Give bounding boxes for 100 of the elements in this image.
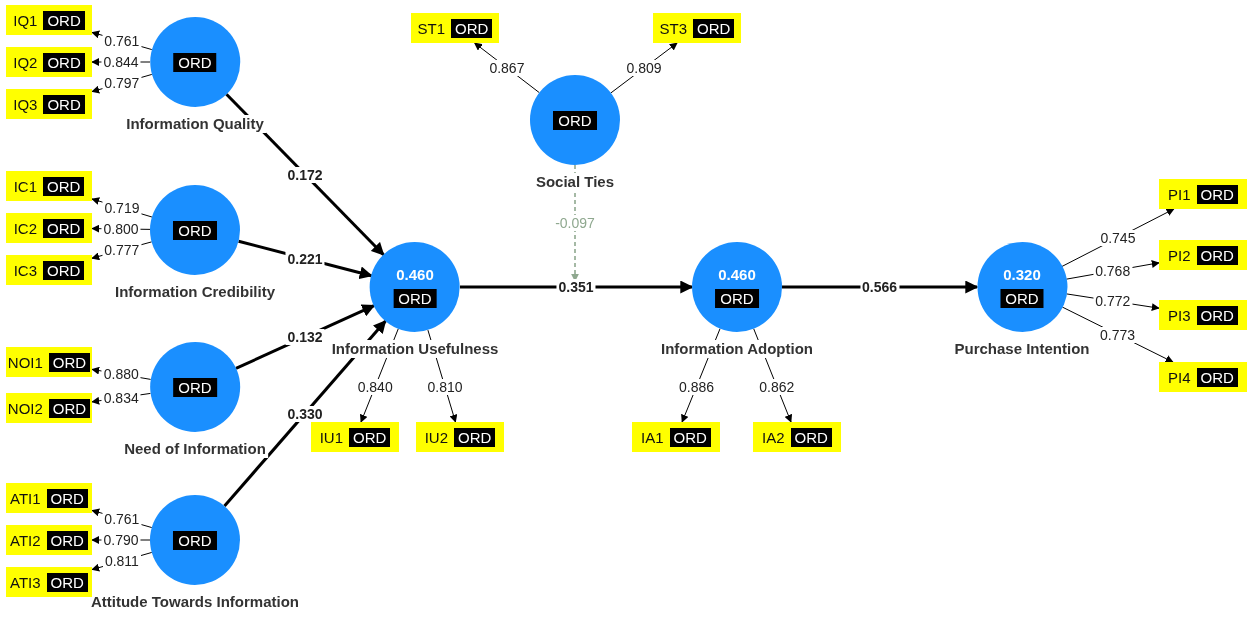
indicator-box bbox=[653, 13, 741, 43]
edge-label: 0.221 bbox=[285, 250, 325, 267]
scale-tag: ORD bbox=[173, 377, 217, 397]
indicator-name: PI1 bbox=[1168, 184, 1191, 204]
indicator-box bbox=[6, 47, 92, 77]
edge-label: 0.773 bbox=[1098, 326, 1138, 343]
scale-tag: ORD bbox=[43, 10, 85, 30]
indicator-name: ST1 bbox=[417, 18, 446, 38]
scale-tag: ORD bbox=[173, 220, 217, 240]
construct-name: Need of Information bbox=[122, 440, 268, 458]
construct-name: Information Usefulness bbox=[329, 340, 501, 358]
edge-label: 0.862 bbox=[757, 378, 797, 395]
edge-label: -0.097 bbox=[553, 215, 597, 231]
indicator-box bbox=[6, 525, 92, 555]
indicator-box bbox=[753, 422, 841, 452]
construct-name: Information Credibility bbox=[113, 283, 277, 301]
indicator-box bbox=[6, 255, 92, 285]
indicator-box bbox=[6, 393, 92, 423]
scale-tag: ORD bbox=[43, 94, 85, 114]
indicator-name: IQ3 bbox=[13, 94, 38, 114]
construct-name: Social Ties bbox=[533, 173, 617, 191]
scale-tag: ORD bbox=[46, 488, 88, 508]
indicator-box bbox=[6, 89, 92, 119]
scale-tag: ORD bbox=[43, 218, 85, 238]
scale-tag: ORD bbox=[451, 18, 493, 38]
construct-name: Information Quality bbox=[124, 115, 266, 133]
scale-tag: ORD bbox=[393, 289, 437, 308]
scale-tag: ORD bbox=[1196, 305, 1238, 325]
edge-label: 0.809 bbox=[624, 59, 664, 76]
scale-tag: ORD bbox=[46, 572, 88, 592]
edge-label: 0.351 bbox=[556, 279, 596, 295]
indicator-box bbox=[411, 13, 499, 43]
indicator-name: IA2 bbox=[762, 427, 785, 447]
edge-label: 0.886 bbox=[677, 378, 717, 395]
indicator-name: IA1 bbox=[641, 427, 664, 447]
indicator-box bbox=[1159, 179, 1247, 209]
edge-label: 0.844 bbox=[101, 54, 141, 70]
scale-tag: ORD bbox=[553, 110, 597, 130]
construct-name: Information Adoption bbox=[659, 340, 815, 358]
indicator-box bbox=[6, 483, 92, 513]
indicator-name: IQ2 bbox=[13, 52, 38, 72]
indicator-box bbox=[1159, 300, 1247, 330]
scale-tag: ORD bbox=[454, 427, 496, 447]
scale-tag: ORD bbox=[48, 352, 91, 372]
indicator-name: PI3 bbox=[1168, 305, 1191, 325]
edge-label: 0.811 bbox=[102, 553, 141, 570]
scale-tag: ORD bbox=[1196, 184, 1238, 204]
indicator-box bbox=[632, 422, 720, 452]
scale-tag: ORD bbox=[1196, 245, 1238, 265]
edge-label: 0.797 bbox=[102, 75, 142, 92]
edge-label: 0.330 bbox=[285, 405, 325, 422]
scale-tag: ORD bbox=[693, 18, 735, 38]
edge-label: 0.777 bbox=[102, 242, 142, 259]
indicator-name: ATI2 bbox=[10, 530, 41, 550]
indicator-name: IU2 bbox=[424, 427, 448, 447]
indicator-box bbox=[6, 347, 92, 377]
scale-tag: ORD bbox=[46, 530, 88, 550]
edge-label: 0.800 bbox=[101, 221, 141, 237]
scale-tag: ORD bbox=[173, 530, 217, 550]
edge-label: 0.840 bbox=[355, 378, 395, 395]
edge-label: 0.566 bbox=[860, 279, 899, 295]
indicator-name: ATI3 bbox=[10, 572, 41, 592]
indicator-name: ATI1 bbox=[10, 488, 41, 508]
indicator-name: NOI1 bbox=[7, 352, 43, 372]
indicator-box bbox=[6, 213, 92, 243]
scale-tag: ORD bbox=[1000, 289, 1044, 308]
scale-tag: ORD bbox=[349, 427, 391, 447]
indicator-box bbox=[6, 5, 92, 35]
indicator-name: IC3 bbox=[13, 260, 37, 280]
edge-label: 0.761 bbox=[102, 32, 142, 49]
edge-label: 0.867 bbox=[487, 59, 527, 76]
edge-label: 0.810 bbox=[425, 379, 465, 396]
scale-tag: ORD bbox=[43, 176, 85, 196]
indicator-box bbox=[6, 567, 92, 597]
indicator-box bbox=[1159, 362, 1247, 392]
scale-tag: ORD bbox=[669, 427, 711, 447]
edge-label: 0.172 bbox=[285, 166, 325, 183]
indicator-name: IU1 bbox=[319, 427, 343, 447]
r-squared-value: 0.320 bbox=[1003, 266, 1041, 283]
edge-label: 0.719 bbox=[102, 200, 142, 216]
arrow bbox=[571, 164, 579, 282]
scale-tag: ORD bbox=[43, 52, 85, 72]
scale-tag: ORD bbox=[715, 289, 759, 308]
indicator-name: IC1 bbox=[13, 176, 37, 196]
edge-label: 0.790 bbox=[101, 532, 141, 548]
indicator-box bbox=[311, 422, 399, 452]
scale-tag: ORD bbox=[1196, 367, 1238, 387]
indicator-box bbox=[6, 171, 92, 201]
scale-tag: ORD bbox=[43, 260, 85, 280]
scale-tag: ORD bbox=[790, 427, 832, 447]
r-squared-value: 0.460 bbox=[718, 266, 756, 283]
r-squared-value: 0.460 bbox=[396, 266, 434, 283]
scale-tag: ORD bbox=[48, 398, 91, 418]
indicator-name: NOI2 bbox=[7, 398, 43, 418]
indicator-name: IC2 bbox=[13, 218, 37, 238]
indicator-name: PI4 bbox=[1168, 367, 1191, 387]
indicator-name: ST3 bbox=[659, 18, 688, 38]
indicator-name: PI2 bbox=[1168, 245, 1191, 265]
edge-label: 0.761 bbox=[102, 510, 142, 527]
indicator-name: IQ1 bbox=[13, 10, 38, 30]
